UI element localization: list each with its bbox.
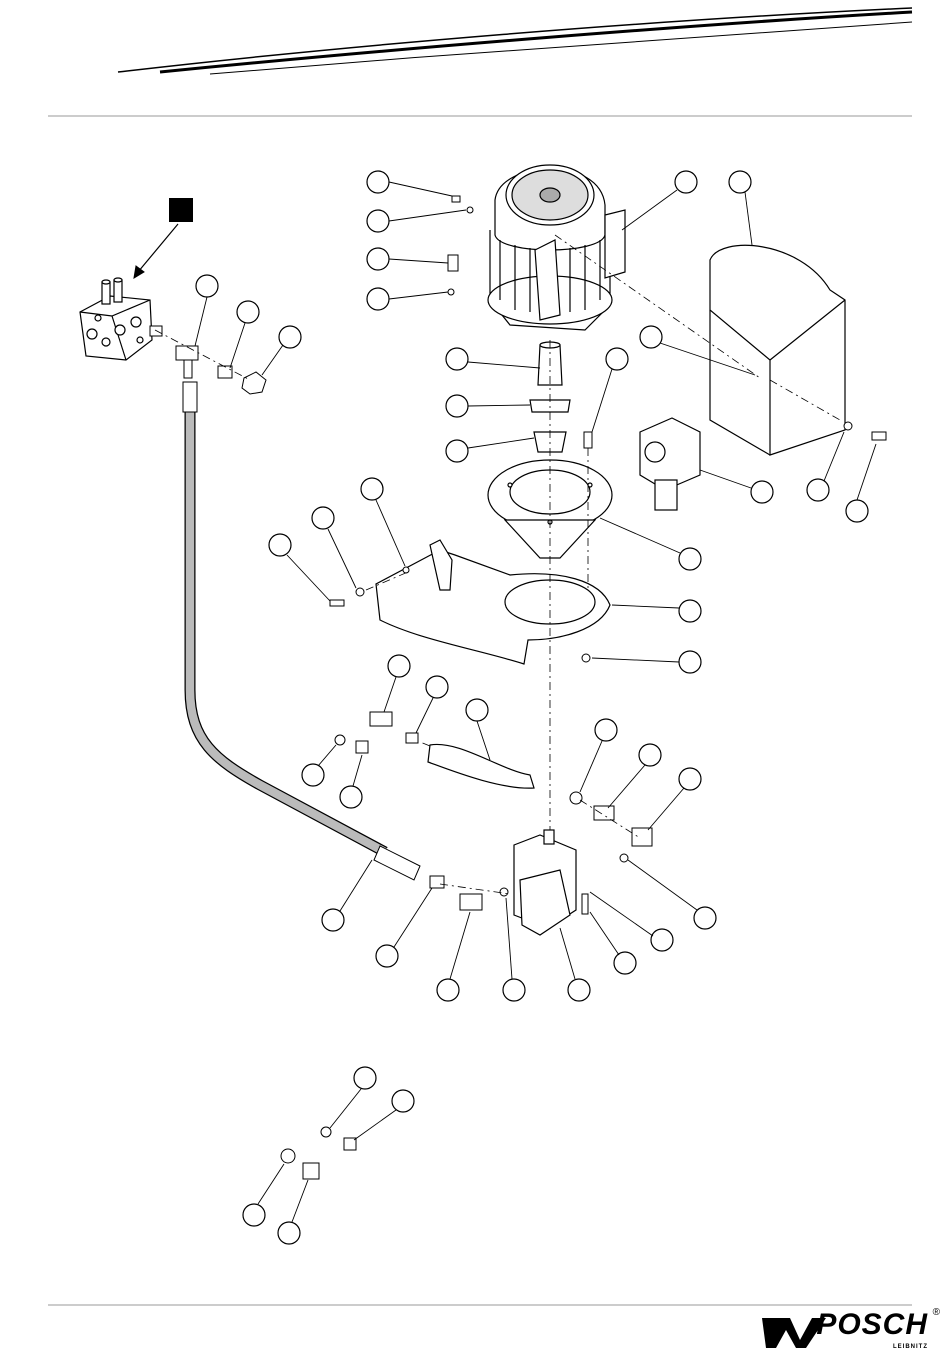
brand-registered-mark: ®: [933, 1307, 940, 1318]
bracket-cover: [710, 245, 845, 455]
reference-marker-box: [169, 198, 193, 222]
fittings: [281, 712, 652, 1179]
level-switch: [640, 418, 700, 510]
header-swoosh: [118, 8, 912, 74]
assembly-lines: [155, 235, 840, 894]
suction-tube: [428, 744, 534, 788]
brand-logo-text: POSCH: [816, 1308, 928, 1342]
reference-arrow: [134, 224, 178, 278]
electric-motor: [488, 165, 625, 330]
hydraulic-hose: [183, 382, 420, 880]
brand-location-text: LEIBNITZ: [893, 1344, 928, 1350]
gear-pump: [514, 830, 576, 935]
control-valve: [80, 278, 152, 360]
mounting-plate: [376, 540, 610, 664]
